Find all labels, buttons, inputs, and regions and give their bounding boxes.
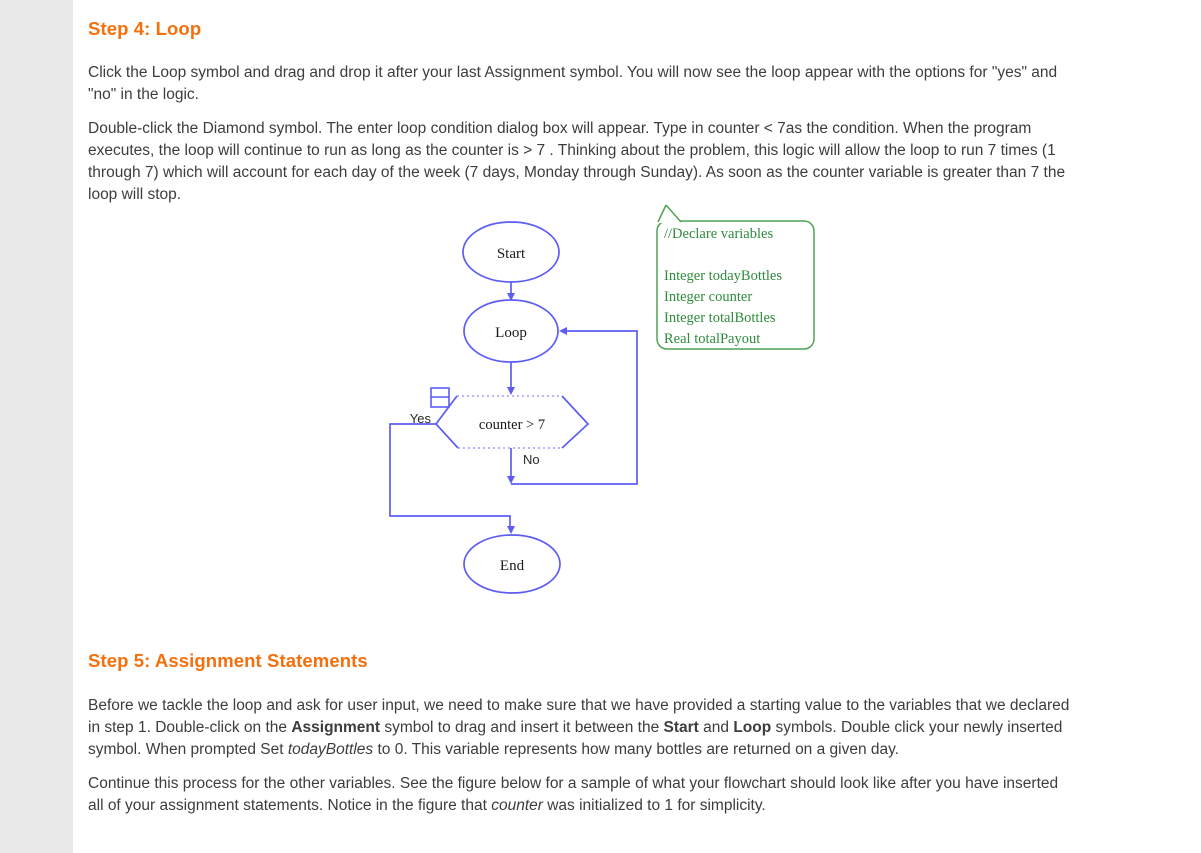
- text-segment: Continue this process for the other vari…: [88, 775, 1059, 814]
- left-gutter: [0, 0, 73, 853]
- end-node-label: End: [500, 558, 525, 574]
- bold-loop: Loop: [733, 719, 772, 736]
- loop-node-label: Loop: [495, 325, 527, 341]
- italic-todaybottles: todayBottles: [287, 741, 374, 758]
- flowchart-figure: Start Loop counter > 7 Yes No: [389, 204, 815, 594]
- bold-start: Start: [663, 719, 699, 736]
- flow-connectors: [389, 282, 638, 534]
- no-branch-label: No: [523, 452, 540, 467]
- italic-counter: counter: [491, 797, 543, 814]
- text-segment: to 0. This variable represents how many …: [373, 741, 900, 758]
- step5-paragraph-2: Continue this process for the other vari…: [88, 773, 1072, 817]
- start-node-label: Start: [497, 246, 526, 262]
- step4-paragraph-1: Click the Loop symbol and drag and drop …: [88, 64, 1058, 103]
- step5-heading: Step 5: Assignment Statements: [88, 650, 368, 671]
- bold-assignment: Assignment: [291, 719, 381, 736]
- text-segment: was initialized to 1 for simplicity.: [542, 797, 766, 814]
- loop-badge-icon: [430, 387, 450, 408]
- yes-branch-label: Yes: [410, 411, 432, 426]
- text-segment: symbols. Double click your newly inserte…: [88, 719, 1063, 758]
- text-segment: and: [698, 719, 734, 736]
- comment-line-4: Integer totalBottles: [664, 310, 776, 326]
- loop-node: Loop: [463, 299, 559, 363]
- text-segment: symbol to drag and insert it between the: [380, 719, 664, 736]
- comment-line-2: Integer todayBottles: [664, 268, 782, 284]
- comment-box: //Declare variables Integer todayBottles…: [656, 204, 815, 350]
- comment-line-5: Real totalPayout: [664, 331, 760, 347]
- step4-heading: Step 4: Loop: [88, 18, 202, 39]
- comment-line-3: Integer counter: [664, 289, 752, 305]
- condition-label: counter > 7: [479, 417, 545, 433]
- step5-paragraph-1: Before we tackle the loop and ask for us…: [88, 695, 1072, 761]
- comment-line-1: //Declare variables: [664, 226, 773, 242]
- step4-paragraph-2: Double-click the Diamond symbol. The ent…: [88, 120, 1066, 203]
- article-content: Step 4: Loop Click the Loop symbol and d…: [73, 0, 1201, 853]
- condition-node: counter > 7 Yes No: [410, 387, 590, 467]
- start-node: Start: [462, 221, 560, 283]
- end-node: End: [463, 534, 561, 594]
- text-segment: Before we tackle the loop and ask for us…: [88, 697, 1070, 736]
